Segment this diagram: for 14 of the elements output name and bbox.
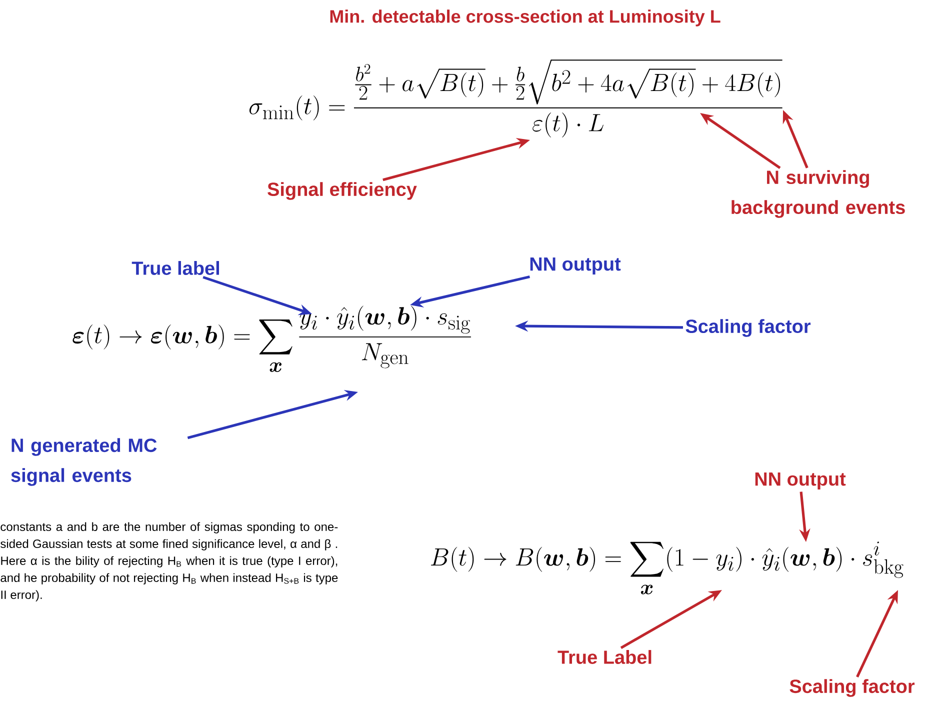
formula: $\boldsymbol{\varepsilon}(t) \rightarrow \boldsymbol{\varepsilon}(\boldsymbol{w},\boldsymbol{b}) = \sum_{\boldsymbol{x}} \frac{y_i \cdot \hat{y}_i(\boldsymbol{w},\boldsymbol{b}) \cdot s_{\mathrm{sig}}}{N_{\mathrm{gen}}}$ [72,306,471,372]
note-text: constants a and b are the number of sigmas sponding to one-sided Gaussian tests at some fined significance level, α and β . Here α is the bility of rejecting H$_{B}$ when it is true (type I error), and he probability of not rejecting H$_{B}$ when instead H$_{S+B}$ is type II error). [0,522,338,602]
annotation-label: N surviving background events [732,170,905,218]
annotation-label: Scaling factor [686,319,811,337]
annotation-label: NN output [755,472,846,490]
annotation-label: N generated MC signal events [11,438,157,486]
annotation-label: NN output [530,258,621,274]
annotation-label: True label [132,261,219,275]
formula: $B(t) \rightarrow B(\boldsymbol{w},\boldsymbol{b}) = \sum_{\boldsymbol{x}} (1-y_i)\cdot\hat{y}_i(\boldsymbol{w},\boldsymbol{b})\cdot s^{i}_{\mathrm{bkg}}$ [430,542,904,594]
annotation-label: Signal efficiency [268,182,417,200]
annotation-label: True Label [558,650,652,664]
title: Min. detectable cross-section at Luminosity L [330,10,720,26]
formula: $\sigma_{\mathrm{min}}(t) = \frac{\frac{b^2}{2} + a\sqrt{B(t)} + \frac{b}{2}\sqrt{b^2+4a\sqrt{B(t)}+4B(t)}}{\varepsilon(t)\cdot L}$ [249,60,782,138]
annotation-label: Scaling factor [790,679,915,697]
